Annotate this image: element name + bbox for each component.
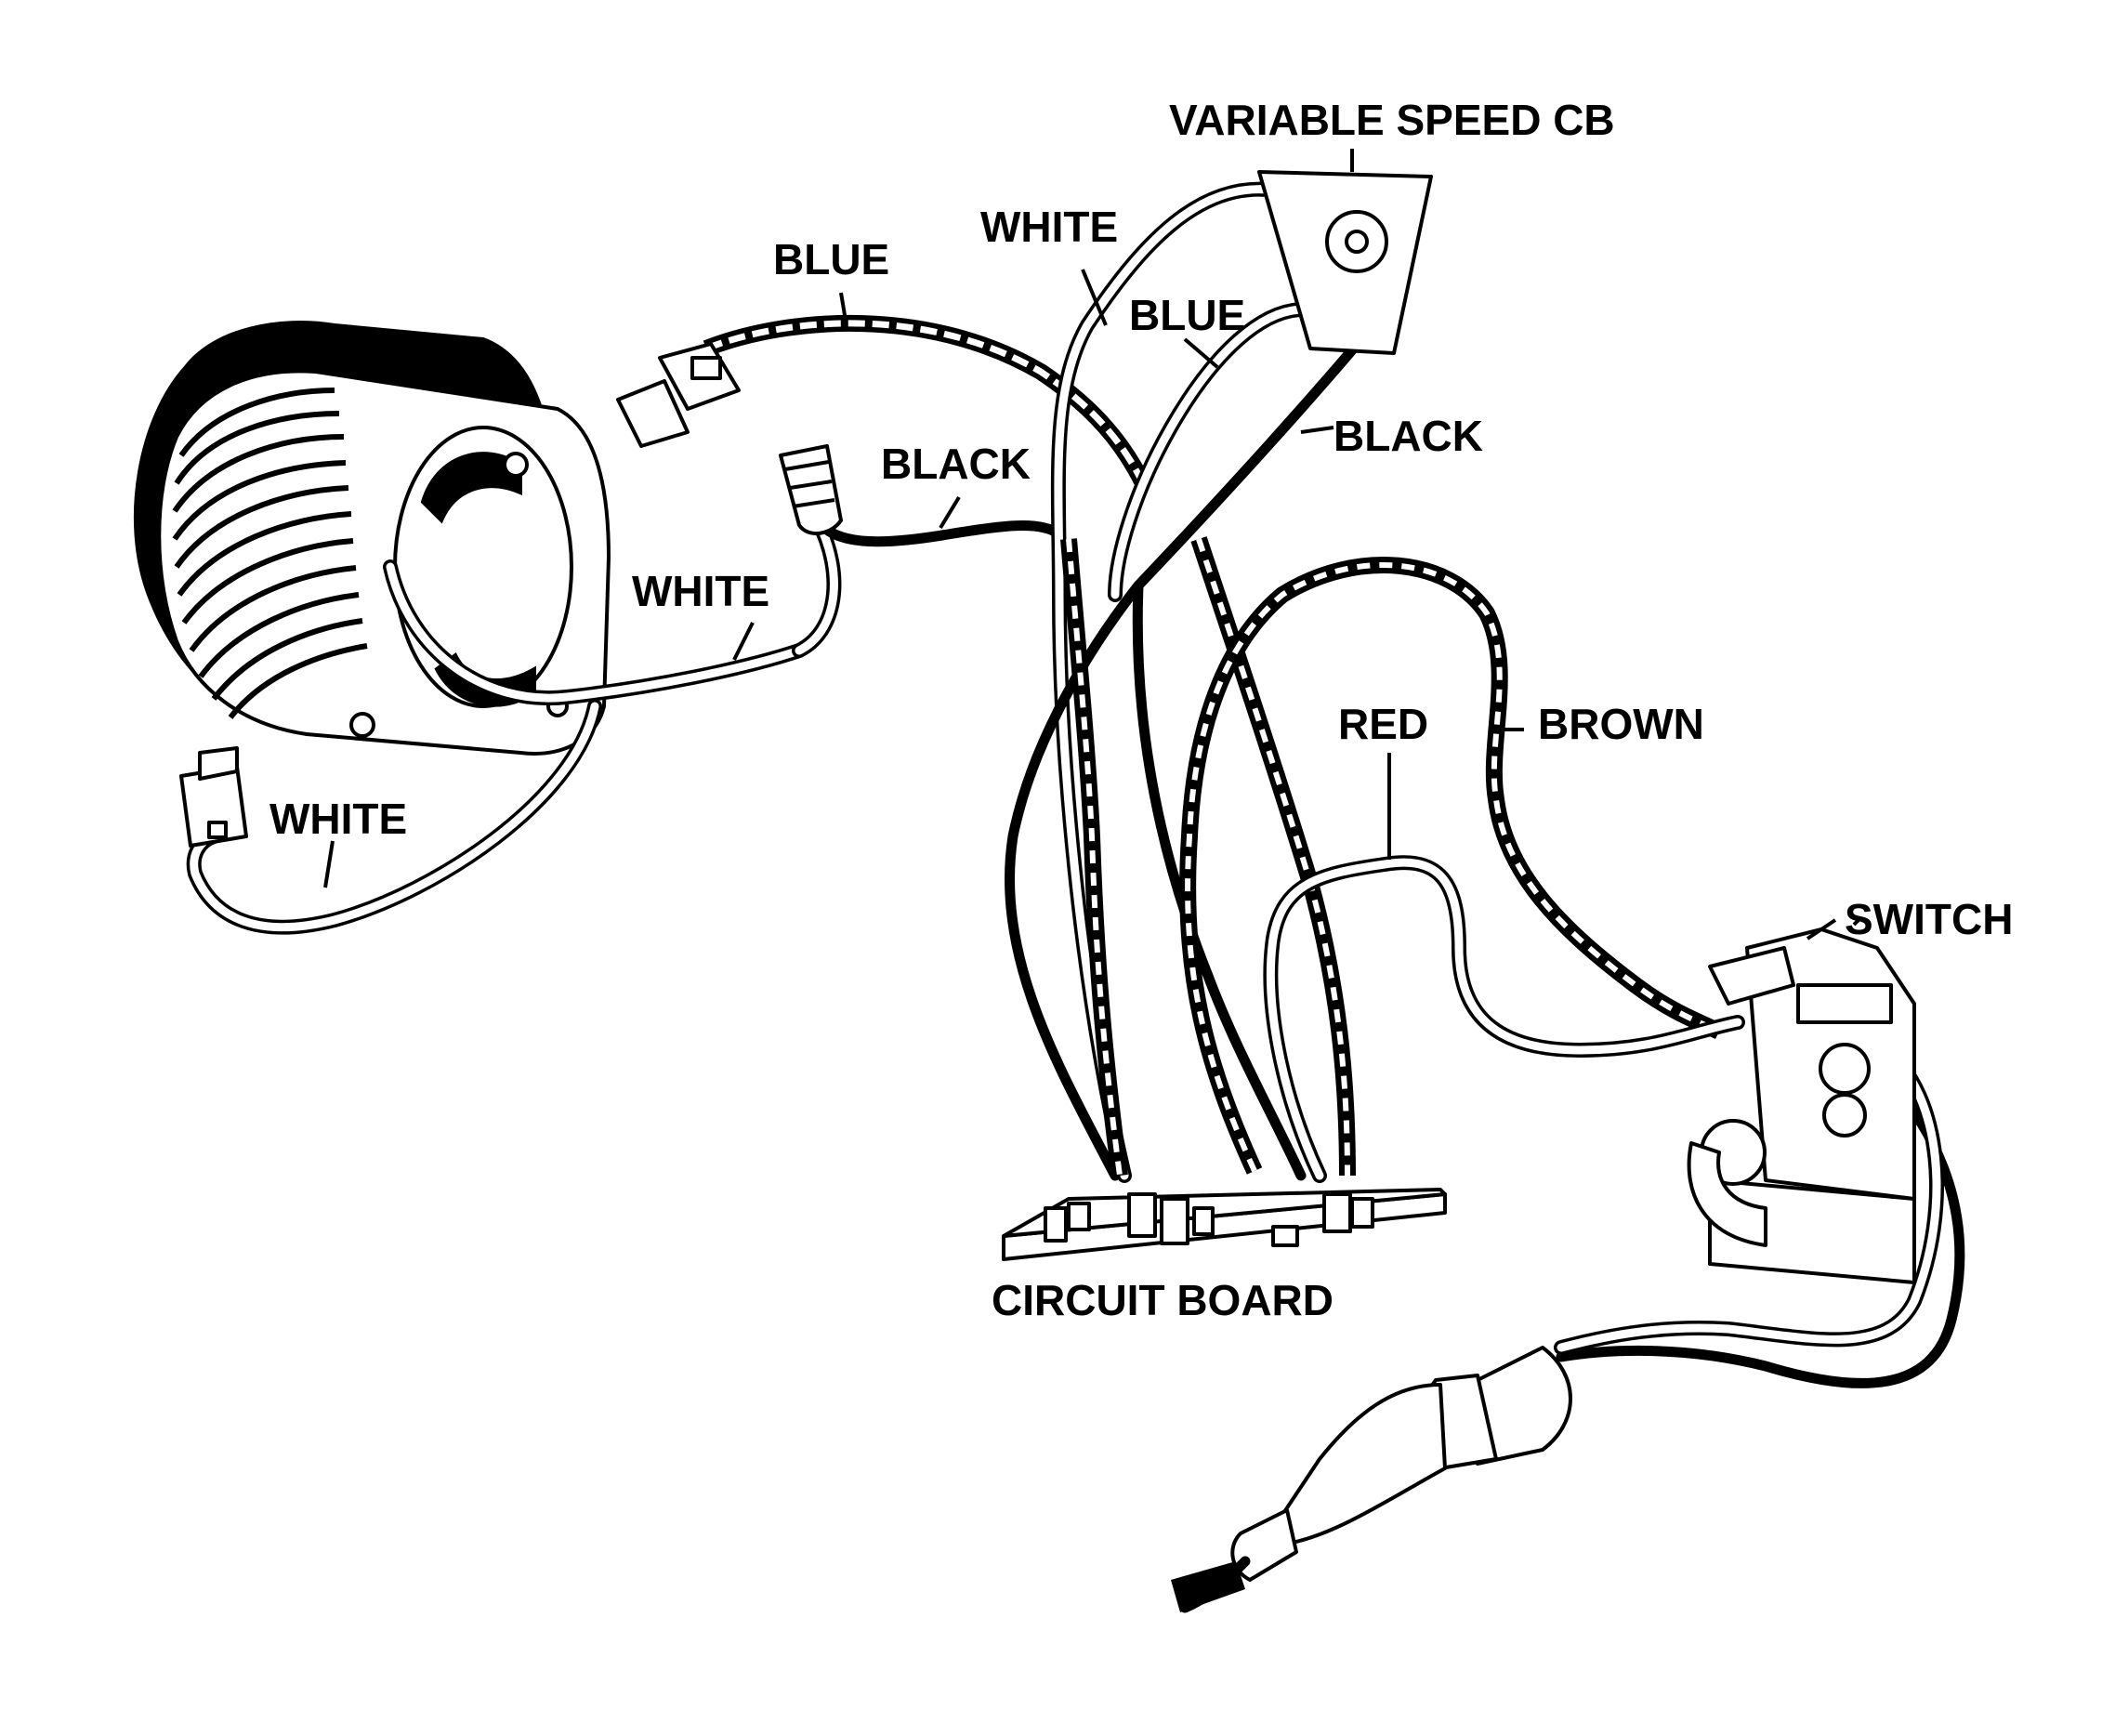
brown-wire (1179, 557, 1724, 1175)
brown-wire-label: BROWN (1538, 700, 1704, 748)
black-wire-left (812, 515, 1065, 547)
black-wire-left-label: BLACK (881, 440, 1031, 488)
black-wire-right-label: BLACK (1333, 412, 1483, 460)
white-wire-lower (186, 699, 602, 935)
variable-speed-cb (1257, 149, 1433, 355)
white-wire-top-label: WHITE (980, 203, 1118, 251)
striped-wire-center (1060, 536, 1356, 1177)
label-leaders (323, 269, 1837, 940)
variable-speed-cb-label: VARIABLE SPEED CB (1169, 96, 1615, 144)
blue-wire-connector (616, 342, 741, 448)
blue-wire-right (1108, 302, 1327, 602)
circuit-board-label: CIRCUIT BOARD (992, 1276, 1333, 1324)
wire-nut (779, 444, 843, 535)
field-coil (133, 321, 611, 756)
white-wire-center (1050, 181, 1304, 1183)
blue-wire-left (703, 314, 1151, 488)
white-wire-connector (179, 746, 248, 848)
white-wire-field (383, 513, 842, 706)
white-wire-field-label: WHITE (632, 567, 769, 615)
coil-windings (172, 388, 368, 719)
red-wire (1263, 855, 1745, 1183)
blue-wire-right-label: BLUE (1129, 291, 1245, 339)
line-cord (1171, 1043, 1965, 1612)
plug (1179, 1346, 1572, 1613)
red-wire-label: RED (1338, 700, 1428, 748)
blue-wire-left-label: BLUE (773, 235, 889, 283)
labels: VARIABLE SPEED CB WHITE BLUE BLUE BLACK … (269, 96, 2013, 1324)
switch-label: SWITCH (1845, 895, 2013, 943)
circuit-board (1002, 1188, 1447, 1261)
white-wire-lower-label: WHITE (269, 795, 407, 843)
switch (1687, 918, 1916, 1284)
